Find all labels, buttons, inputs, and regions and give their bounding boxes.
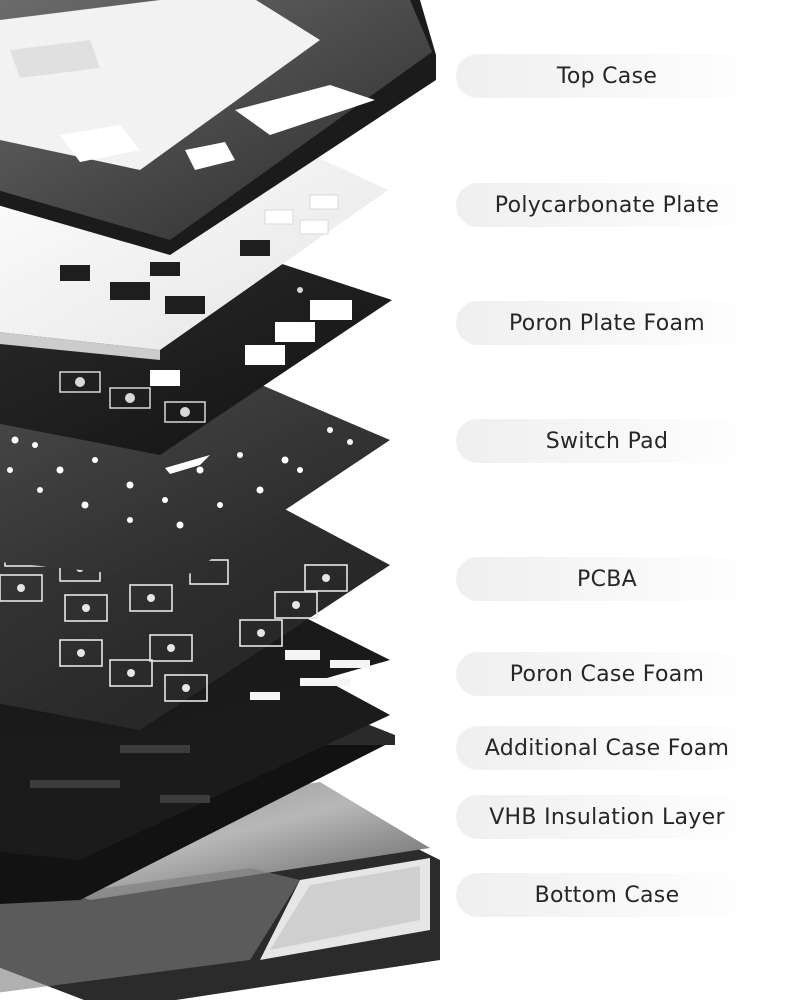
label-bottom-case: Bottom Case [456, 873, 758, 917]
label-vhb-insulation-layer: VHB Insulation Layer [456, 795, 758, 839]
label-top-case: Top Case [456, 54, 758, 98]
label-polycarbonate-plate: Polycarbonate Plate [456, 183, 758, 227]
top-case-layer [0, 0, 436, 255]
label-pcba: PCBA [456, 557, 758, 601]
keyboard-exploded-view [0, 0, 440, 1000]
label-switch-pad: Switch Pad [456, 419, 758, 463]
label-poron-case-foam: Poron Case Foam [456, 652, 758, 696]
label-poron-plate-foam: Poron Plate Foam [456, 301, 758, 345]
label-additional-case-foam: Additional Case Foam [456, 726, 758, 770]
